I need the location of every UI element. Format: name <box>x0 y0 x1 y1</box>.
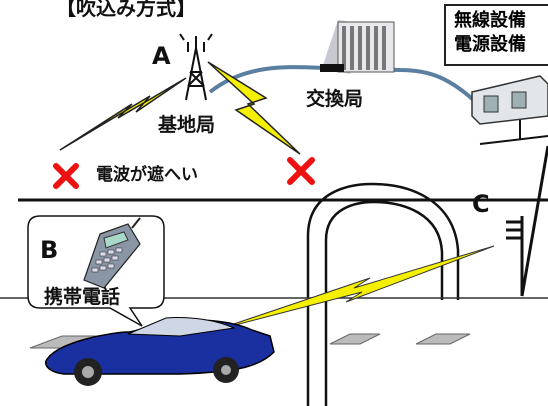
signal-bolt-right <box>207 61 301 155</box>
equipment-line-1: 無線設備 <box>454 10 526 31</box>
equipment-box: 無線設備 電源設備 <box>444 4 548 66</box>
equipment-unit-icon <box>471 75 548 145</box>
exchange-building-icon <box>320 20 395 74</box>
antenna-tower-icon <box>179 33 213 101</box>
blocked-cross-right-icon <box>287 157 315 185</box>
tunnel-arch <box>306 182 460 406</box>
base-station-label: 基地局 <box>158 114 216 136</box>
exchange-label: 交換局 <box>306 88 364 110</box>
point-a-label: A <box>152 42 171 70</box>
tunnel-arch-inner <box>324 200 444 406</box>
page-title: 【吹込み方式】 <box>56 0 196 20</box>
blocked-cross-left-icon <box>53 163 79 189</box>
mobile-phone-icon <box>83 217 141 289</box>
tunnel-antenna-icon <box>506 145 548 297</box>
equipment-line-2: 電源設備 <box>454 34 526 55</box>
signal-bolt-tunnel <box>215 245 495 331</box>
signal-blocked-label: 電波が遮へい <box>96 165 198 185</box>
signal-bolt-left <box>59 77 187 151</box>
car-icon <box>44 317 275 386</box>
point-c-label: C <box>472 190 490 218</box>
lane-markings <box>29 333 471 349</box>
mobile-phone-label: 携帯電話 <box>44 286 121 308</box>
point-b-label: B <box>40 236 59 264</box>
